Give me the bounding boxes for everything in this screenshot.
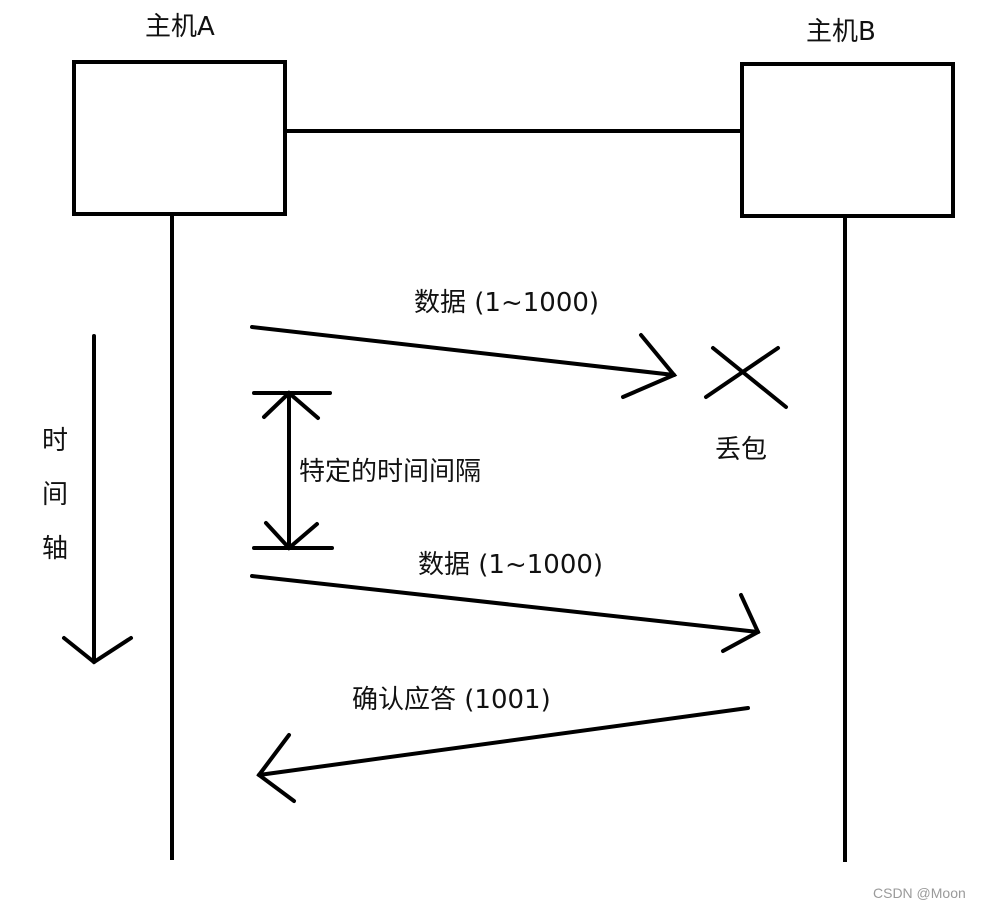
packet-loss-cross [704,346,788,409]
time-axis-label: 时 间 轴 [42,428,68,590]
host-b-box [740,62,955,218]
first-send-label: 数据 (1~1000) [414,288,600,318]
host-a-box [72,60,287,216]
packet-loss-label: 丢包 [715,435,768,465]
watermark: CSDN @Moon [873,885,966,901]
time-axis-char: 轴 [42,534,69,564]
time-axis-arrow [62,334,133,665]
interval-label: 特定的时间间隔 [299,457,482,487]
host-b-label: 主机B [806,17,876,47]
resend-arrow [250,574,761,653]
host-a-label: 主机A [145,12,215,42]
time-axis-char: 间 [42,480,69,510]
resend-label: 数据 (1~1000) [418,550,604,580]
interval-marker [252,390,334,551]
time-axis-char: 时 [42,426,69,456]
ack-label: 确认应答 (1001) [352,685,551,715]
first-send-arrow [250,325,678,399]
ack-arrow [256,706,750,803]
